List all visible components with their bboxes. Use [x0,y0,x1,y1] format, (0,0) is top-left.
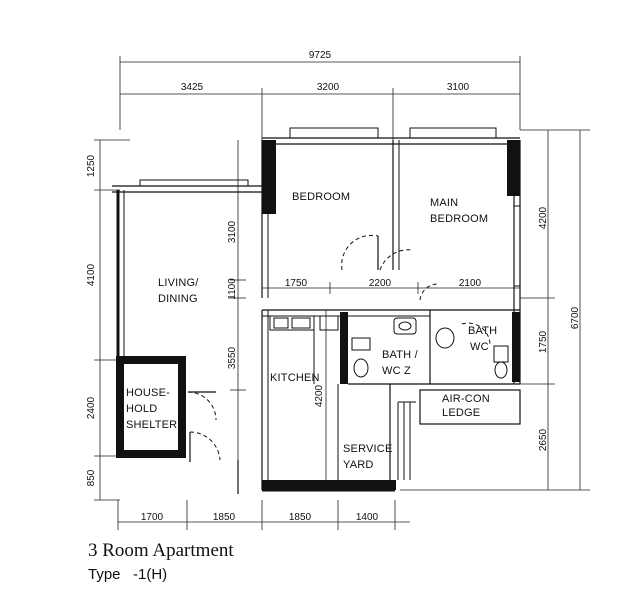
door-leaves [188,236,379,494]
doors [187,234,491,461]
room-bath-1-line1: BATH / [382,349,419,361]
dim-left-4: 850 [86,469,97,486]
dim-right-total: 6700 [570,306,581,329]
dim-top-3: 3100 [447,82,470,93]
room-service-yard-line2: YARD [343,459,374,471]
room-bath-2-line2: WC [470,341,489,353]
dim-left-2: 4100 [86,263,97,286]
room-living-line1: LIVING/ [158,277,199,289]
room-shelter-line3: SHELTER [126,419,177,431]
room-shelter-line1: HOUSE- [126,387,170,399]
walls [112,127,521,492]
room-living-line2: DINING [158,293,198,305]
dim-right-3: 2650 [538,428,549,451]
dimension-lines [94,56,590,530]
fixtures [269,315,509,384]
room-shelter-line2: HOLD [126,403,157,415]
dim-top-2: 3200 [317,82,340,93]
dim-left-3: 2400 [86,396,97,419]
dim-interior-v-1: 3100 [227,220,238,243]
room-main-bedroom-line1: MAIN [430,197,458,209]
room-aircon-line1: AIR-CON [442,393,490,405]
room-service-yard-line1: SERVICE [343,443,393,455]
dim-interior-v-3: 3550 [227,346,238,369]
dim-bottom-2: 1850 [213,512,236,523]
plan-title: 3 Room Apartment [88,540,234,561]
dim-interior-h-2: 2200 [369,278,392,289]
dim-interior-v-4: 4200 [314,384,325,407]
dim-top-total: 9725 [309,50,332,61]
room-bath-2-line1: BATH [468,325,497,337]
room-bedroom: BEDROOM [292,191,350,203]
dim-bottom-3: 1850 [289,512,312,523]
room-kitchen: KITCHEN [270,372,320,384]
dim-top-1: 3425 [181,82,204,93]
dim-bottom-4: 1400 [356,512,379,523]
dim-interior-h-3: 2100 [459,278,482,289]
dim-interior-v-2: 1100 [227,278,238,300]
plan-subtitle: Type -1(H) [88,566,168,583]
dim-bottom-1: 1700 [141,512,164,523]
room-aircon-line2: LEDGE [442,407,480,419]
dim-interior-h-1: 1750 [285,278,308,289]
dim-right-1: 4200 [538,206,549,229]
room-main-bedroom-line2: BEDROOM [430,213,488,225]
dim-right-2: 1750 [538,330,549,353]
dim-left-1: 1250 [86,154,97,177]
room-bath-1-line2: WC Z [382,365,411,377]
solid-walls [116,140,520,490]
